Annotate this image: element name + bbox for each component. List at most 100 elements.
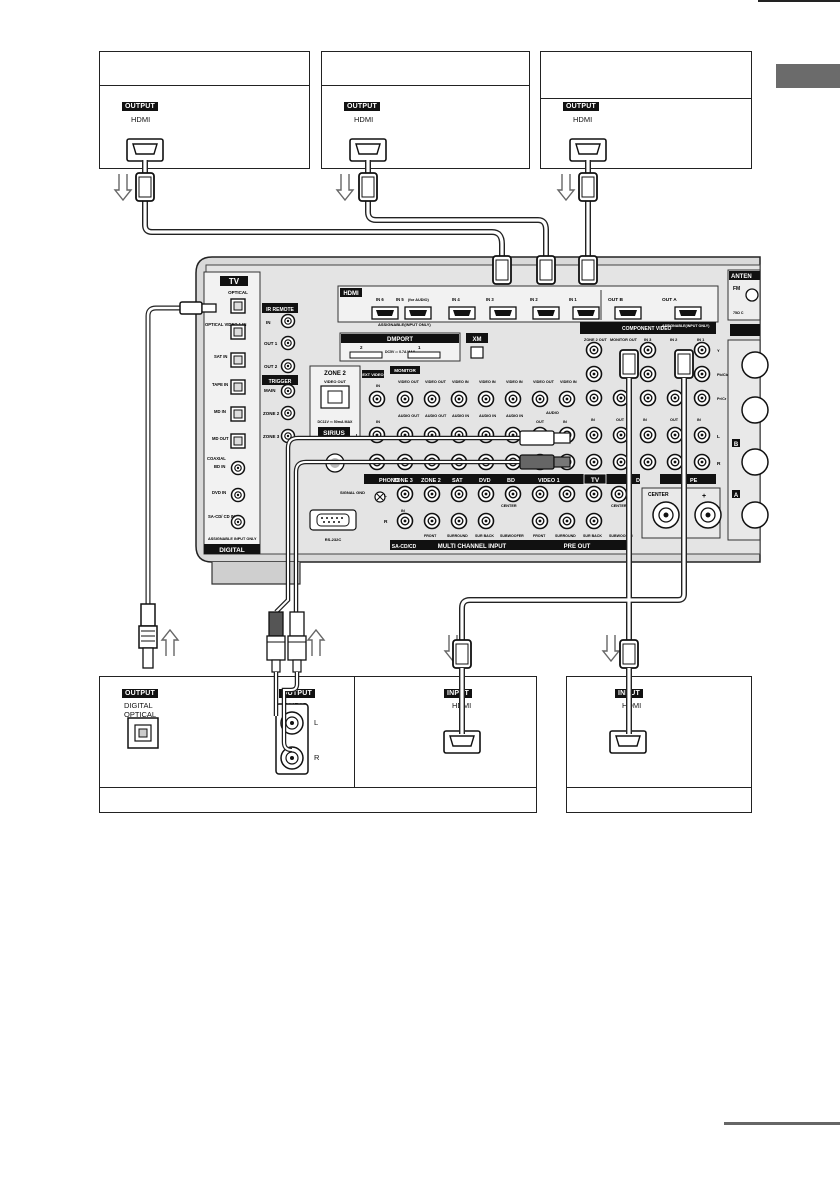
tv-section-label: TV xyxy=(229,277,240,286)
assignable-hdmi-label: ASSIGNABLE(INPUT ONLY) xyxy=(378,322,431,327)
mc-subwoofer-label: SUBWOOFER xyxy=(500,534,524,538)
dmport-2-label: 2 xyxy=(360,345,363,350)
trigger-zone2-label: ZONE 2 xyxy=(263,411,280,416)
v3-out-label: OUT xyxy=(670,418,679,422)
comp-zone2-label: ZONE 2 OUT xyxy=(584,338,607,342)
vid1-video-out-label: VIDEO OUT xyxy=(533,380,555,384)
component-video-label: COMPONENT VIDEO xyxy=(622,326,672,332)
trigger-main-label: MAIN xyxy=(264,388,276,393)
vid1-out-label: OUT xyxy=(536,420,545,424)
digital-section-label: DIGITAL xyxy=(219,547,245,554)
dmport-1-label: 1 xyxy=(418,345,421,350)
v2-out-label: OUT xyxy=(616,418,625,422)
sat-video-in-label: VIDEO IN xyxy=(452,380,469,384)
fm-ohm-label: 75Ω C xyxy=(733,311,744,315)
vid1-audio-label: AUDIO xyxy=(546,410,559,415)
monitor-video-out-label: VIDEO OUT xyxy=(398,380,420,384)
fm-label: FM xyxy=(733,286,740,292)
mc-surr-back-label: SUR BACK xyxy=(475,534,494,538)
port-label: HDMI xyxy=(131,115,151,124)
zone3-label: ZONE 3 xyxy=(393,478,413,484)
xm-label: XM xyxy=(473,337,482,343)
mc-r-label: R xyxy=(384,519,388,525)
hdmi-outa-label: OUT A xyxy=(662,297,677,303)
device-divider xyxy=(100,787,536,788)
plus-label: + xyxy=(702,493,706,500)
sat-label: SAT xyxy=(452,478,463,484)
center-speaker-label: CENTER xyxy=(648,492,669,498)
v2-in-label: IN xyxy=(643,418,647,422)
dvd-video-in-label: VIDEO IN xyxy=(479,380,496,384)
connector-type-label: OUTPUT xyxy=(344,102,380,111)
v3-in-label: IN xyxy=(697,418,701,422)
trigger-zone3-label: ZONE 3 xyxy=(263,434,280,439)
port-label: HDMI xyxy=(573,115,593,124)
phono-label: PHONO xyxy=(379,478,400,484)
pr-label: Pr/Cr xyxy=(717,397,727,401)
sat-video-out-label: VIDEO OUT xyxy=(425,380,447,384)
pre-front-label: FRONT xyxy=(533,534,546,538)
pre-center-label: CENTER xyxy=(611,504,627,508)
sat-audio-out-label: AUDIO OUT xyxy=(425,414,447,418)
device-divider xyxy=(567,787,751,788)
md-out-label: MD OUT xyxy=(212,436,229,441)
pre-out-label: PRE OUT xyxy=(564,544,591,550)
assignable-input-label: ASSIGNABLE INPUT ONLY xyxy=(208,537,257,541)
connector-type-label: OUTPUT xyxy=(122,689,158,698)
pre-surr-back-label: SUR BACK xyxy=(583,534,602,538)
dmport-power-label: DC5V ⎓ 0.7A MAX xyxy=(385,350,416,354)
zone2-video-out-label: VIDEO OUT xyxy=(324,379,347,384)
device-divider xyxy=(100,85,309,86)
bd-audio-in-label: AUDIO IN xyxy=(506,414,523,418)
d-partial-label: D xyxy=(636,478,640,484)
v-l-label: L xyxy=(717,434,720,440)
v-r-label: R xyxy=(717,461,721,467)
tv-in-label: IN xyxy=(591,418,595,422)
port-label: DIGITAL OPTICAL xyxy=(124,701,157,719)
left-channel-label: L xyxy=(314,718,319,727)
dvd-label: DVD xyxy=(479,478,491,484)
pe-partial-label: PE xyxy=(690,478,698,484)
sacd-in-small: IN xyxy=(401,509,405,513)
section-tab-marker xyxy=(776,64,840,88)
trigger-label: TRIGGER xyxy=(269,379,292,385)
rs232c-label: RS-232C xyxy=(325,537,342,542)
hdmi-in6-label: IN 6 xyxy=(376,297,384,302)
hdmi-in5-label: IN 5 xyxy=(396,297,404,302)
zone2-label: ZONE 2 xyxy=(324,371,346,377)
page-top-rule xyxy=(758,0,840,2)
hdmi-in3-label: IN 3 xyxy=(486,297,494,302)
dvd-audio-in-label: AUDIO IN xyxy=(479,414,496,418)
connector-type-label: OUTPUT xyxy=(122,102,158,111)
ir-in-label: IN xyxy=(266,320,271,325)
device-divider xyxy=(541,98,751,99)
video1-label: VIDEO 1 xyxy=(538,478,560,484)
hdmi-section-label: HDMI xyxy=(343,291,359,297)
bottom-device-tv: INPUT HDMI xyxy=(566,676,752,813)
bd-video-in-label: VIDEO IN xyxy=(506,380,523,384)
mc-surround-label: SURROUND xyxy=(447,534,468,538)
hdmi-in2-label: IN 2 xyxy=(530,297,538,302)
hdmi-in4-label: IN 4 xyxy=(452,297,460,302)
comp-in2-label: IN 2 xyxy=(670,337,678,342)
dvd-in-label: DVD IN xyxy=(212,490,226,495)
device-divider xyxy=(354,677,355,787)
speaker-a-label: A xyxy=(734,493,739,499)
monitor-audio-out-label: AUDIO OUT xyxy=(398,414,420,418)
speaker-b-label: B xyxy=(734,442,739,448)
sirius-label: SIRIUS xyxy=(323,430,345,437)
connector-type-label: OUTPUT xyxy=(279,689,315,698)
tape-in-label: TAPE IN xyxy=(212,382,228,387)
optical-label: OPTICAL xyxy=(228,290,248,295)
hdmi-in5-note: (for AUDIO) xyxy=(408,298,429,302)
y-label: Y xyxy=(717,348,720,353)
right-channel-label: R xyxy=(314,753,320,762)
pb-label: Pb/Cb xyxy=(717,373,729,377)
sat-in-label: SAT IN xyxy=(214,354,227,359)
vid1-in-label: IN xyxy=(563,420,567,424)
pre-subwoofer-label: SUBWOOFER xyxy=(609,534,633,538)
ext-video-in-label: IN xyxy=(376,383,380,388)
mc-front-label: FRONT xyxy=(424,534,437,538)
zone2-audio-label: ZONE 2 xyxy=(421,478,441,484)
